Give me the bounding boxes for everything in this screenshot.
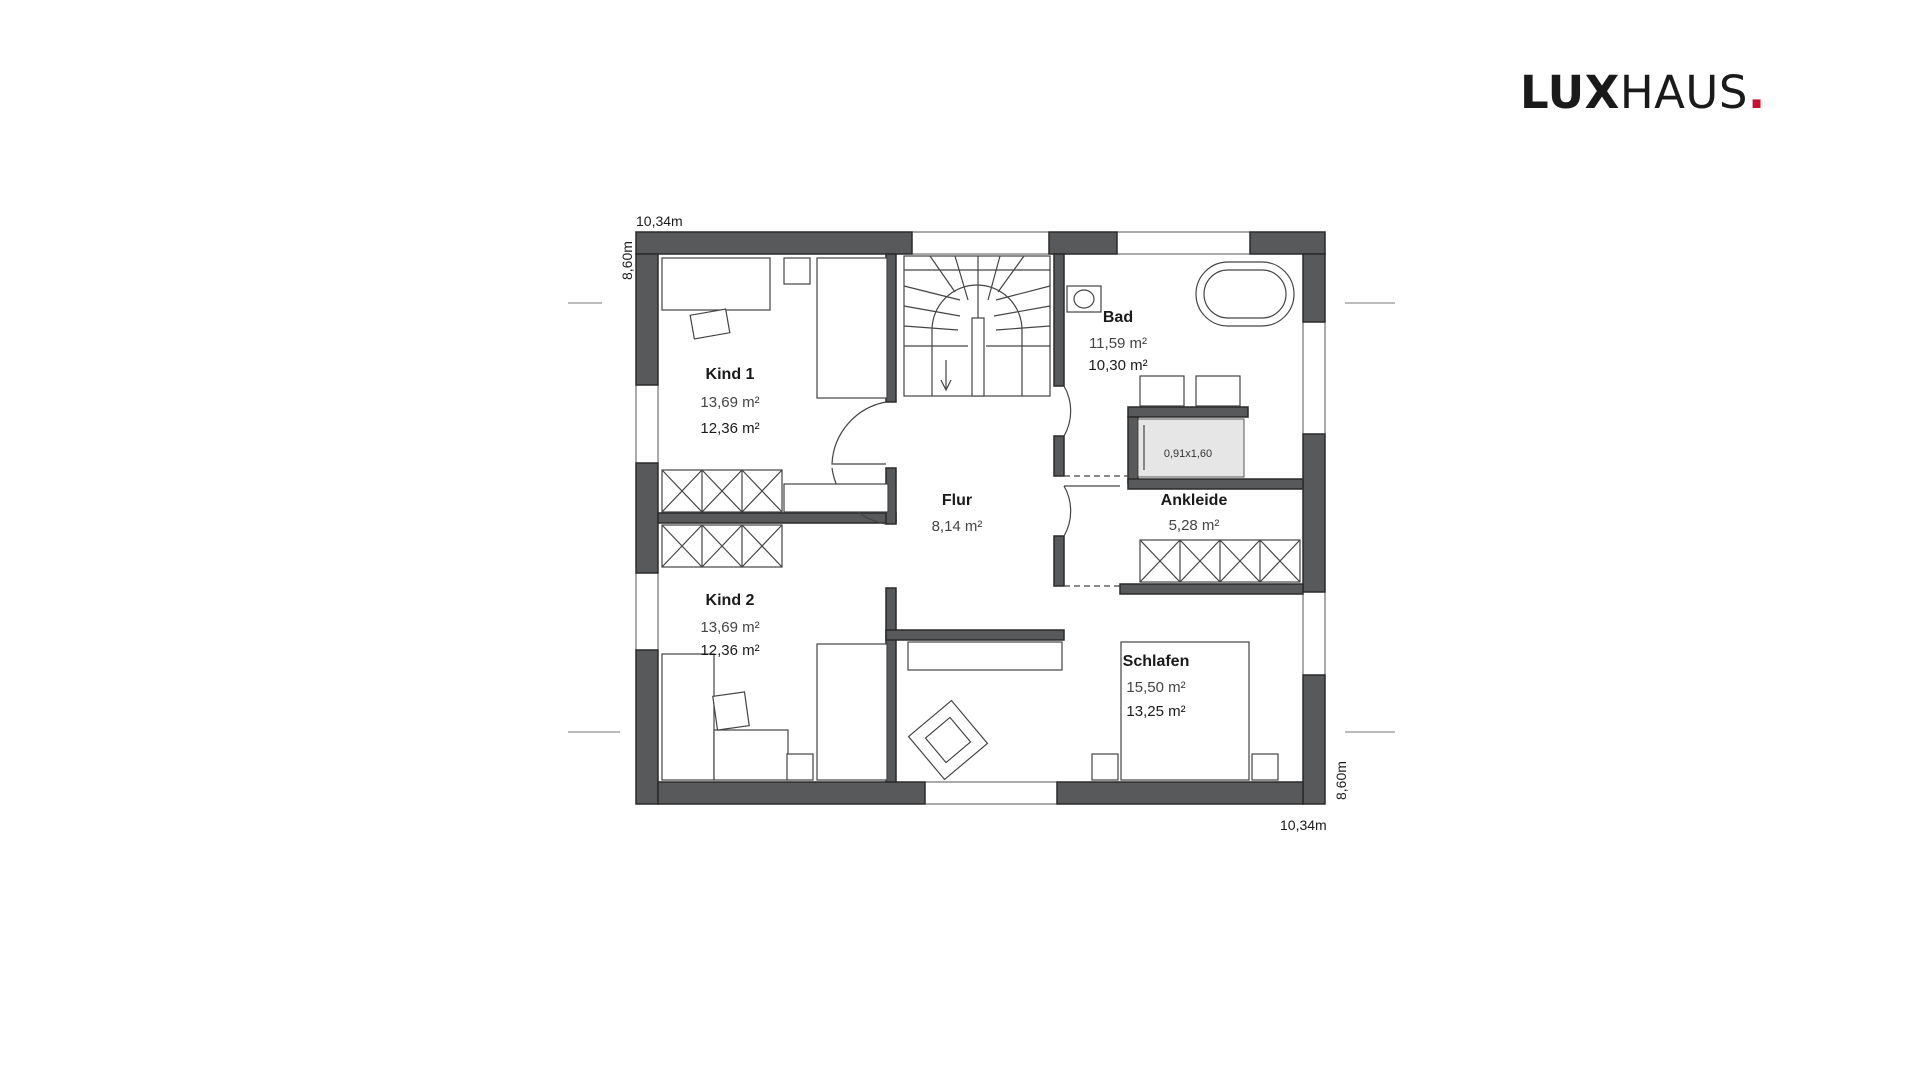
room-ankleide: Ankleide 5,28 m² [1161,492,1228,534]
bad-name: Bad [1103,309,1133,326]
dimension-labels: 10,34m 8,60m 10,34m 8,60m [619,213,1349,833]
kind1-area-net: 12,36 m² [700,420,759,437]
room-kind1: Kind 1 13,69 m² 12,36 m² [700,366,759,437]
shower-label: 0,91x1,60 [1164,448,1212,460]
windows [635,231,1326,805]
kind2-area-net: 12,36 m² [700,642,759,659]
room-kind2: Kind 2 13,69 m² 12,36 m² [700,592,759,659]
dim-top-width: 10,34m [636,213,683,229]
schlafen-area-net: 13,25 m² [1126,703,1185,720]
bad-area-gross: 11,59 m² [1089,335,1147,352]
kind2-furniture [661,524,888,781]
interior-walls [657,253,1304,783]
doors [831,385,1128,587]
ankleide-wardrobe [1139,539,1301,583]
bad-area-net: 10,30 m² [1088,357,1147,374]
room-schlafen: Schlafen 15,50 m² 13,25 m² [1123,653,1190,720]
dim-bottom-height: 8,60m [1333,761,1349,800]
dim-bottom-width: 10,34m [1280,817,1327,833]
ankleide-area: 5,28 m² [1169,517,1220,534]
staircase [903,255,1051,397]
schlafen-furniture [907,641,1279,781]
kind1-furniture [661,257,889,513]
kind2-area-gross: 13,69 m² [700,619,759,636]
ankleide-name: Ankleide [1161,492,1228,509]
logo-haus-text: HAUS [1619,66,1748,119]
schlafen-name: Schlafen [1123,653,1190,670]
flur-area: 8,14 m² [932,518,983,535]
logo-lux-text: LUX [1520,66,1620,119]
kind1-name: Kind 1 [706,366,755,383]
schlafen-area-gross: 15,50 m² [1126,679,1185,696]
room-bad: Bad 11,59 m² 10,30 m² 0,91x1,60 [1088,309,1212,460]
logo-dot: . [1747,66,1766,119]
luxhaus-logo: LUXHAUS. [1520,70,1766,115]
kind1-area-gross: 13,69 m² [700,394,759,411]
kind2-name: Kind 2 [706,592,755,609]
flur-name: Flur [942,492,972,509]
exterior-walls [635,231,1326,805]
axis-lines [568,302,1395,733]
room-flur: Flur 8,14 m² [932,492,983,535]
bad-fixtures [1066,261,1295,478]
dim-top-height: 8,60m [619,241,635,280]
